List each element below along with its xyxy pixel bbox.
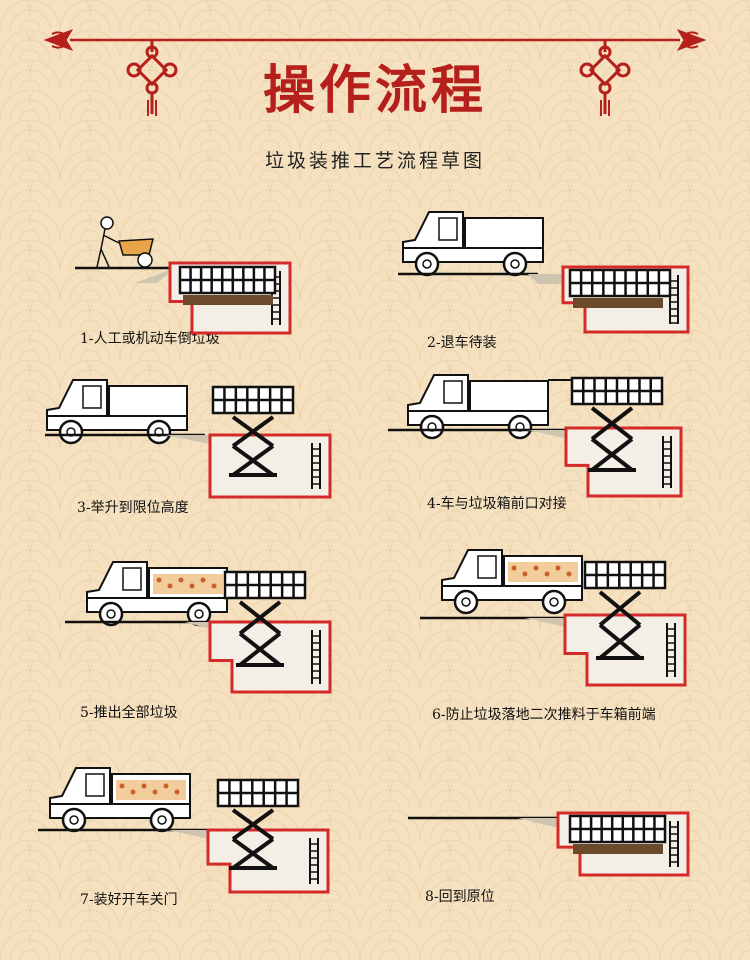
garbage-bin [583, 560, 667, 590]
step-6-diagram [420, 549, 687, 687]
truck-icon [441, 549, 583, 615]
truck-icon [402, 211, 544, 277]
step-caption-7: 7-装好开车关门 [80, 892, 178, 908]
lift-pit [206, 828, 330, 894]
step-caption-2: 2-退车待装 [427, 335, 497, 351]
garbage-bin [568, 814, 667, 844]
garbage-bin [570, 376, 664, 406]
garbage-bin [216, 778, 300, 808]
step-caption-1: 1-人工或机动车倒垃圾 [80, 331, 220, 347]
truck-icon [86, 561, 228, 627]
step-caption-8: 8-回到原位 [425, 889, 495, 905]
step-5-diagram [65, 561, 332, 694]
truck-icon [407, 374, 549, 440]
scissor-lift [229, 415, 277, 477]
garbage-bin [211, 385, 295, 415]
truck-icon [49, 767, 191, 833]
step-caption-3: 3-举升到限位高度 [77, 500, 189, 516]
scissor-lift [596, 590, 644, 660]
step-caption-5: 5-推出全部垃圾 [80, 705, 178, 721]
page-title: 操作流程 [262, 60, 487, 121]
step-caption-4: 4-车与垃圾箱前口对接 [427, 496, 567, 512]
step-caption-6: 6-防止垃圾落地二次推料于车箱前端 [432, 707, 656, 723]
worker-wheelbarrow-icon [96, 216, 154, 268]
scissor-lift [229, 808, 277, 870]
chinese-knot-right-icon [579, 40, 631, 116]
scissor-lift [588, 406, 636, 472]
garbage-bin [223, 570, 307, 600]
step-3-diagram [45, 379, 332, 499]
chinese-knot-left-icon [126, 40, 178, 116]
step-4-diagram [388, 374, 683, 498]
step-8-diagram [408, 811, 690, 877]
lift-pit [563, 613, 687, 687]
garbage-bin [568, 268, 672, 298]
garbage-bin [178, 265, 277, 295]
scissor-lift [236, 600, 284, 667]
step-7-diagram [38, 767, 330, 894]
truck-icon [46, 379, 188, 445]
page-subtitle: 垃圾装推工艺流程草图 [264, 150, 485, 172]
header-ornament-line [43, 29, 707, 51]
step-1-diagram [75, 216, 292, 335]
step-2-diagram [398, 211, 690, 334]
